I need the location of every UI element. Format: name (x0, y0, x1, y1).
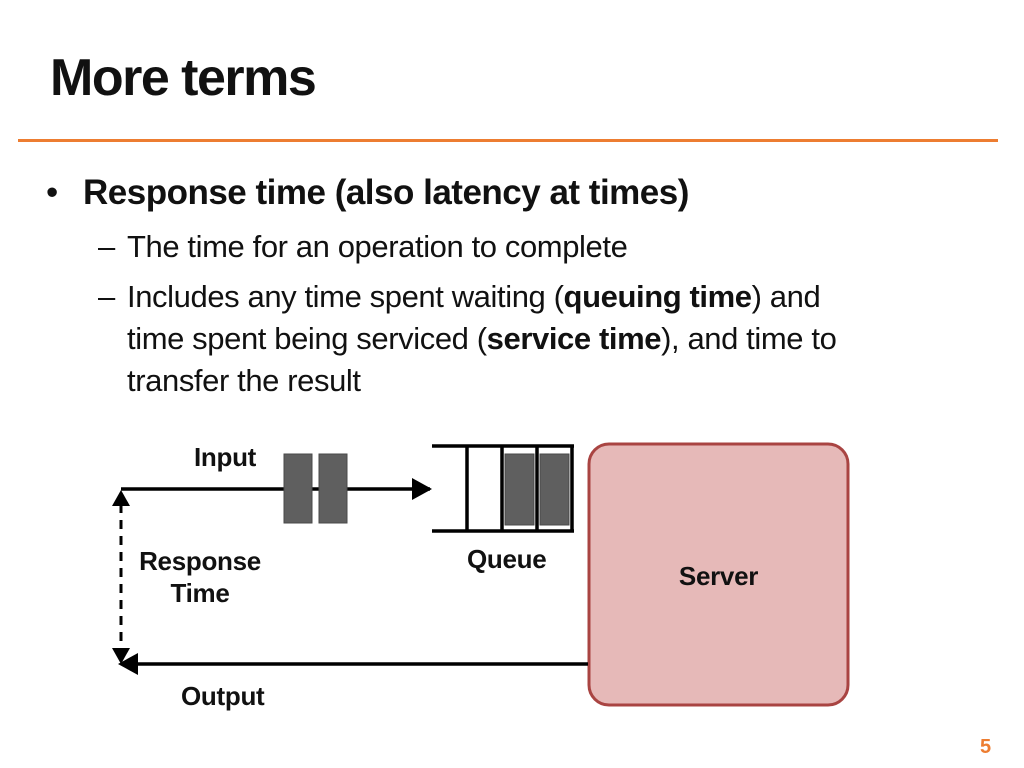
title-divider (18, 139, 998, 142)
main-bullet-text: Response time (also latency at times) (83, 173, 689, 212)
queued-request (504, 453, 535, 526)
incoming-request (318, 453, 348, 524)
sub-bullet-2-line-3: transfer the result (127, 363, 361, 398)
queuing-time-term: queuing time (563, 279, 752, 314)
response-time-label: Response Time (128, 545, 272, 609)
server-label: Server (678, 561, 759, 591)
slide-title: More terms (50, 49, 317, 107)
sub-bullet-2-line-2: time spent being serviced (service time)… (127, 318, 837, 360)
input-arrowhead-icon (412, 478, 432, 500)
queued-request (539, 453, 570, 526)
text-segment: time spent being serviced ( (127, 321, 487, 356)
text-segment: ), and time to (661, 321, 837, 356)
response-time-label-line-1: Response (139, 546, 261, 576)
bullet-icon: • (46, 173, 58, 212)
input-label: Input (194, 442, 257, 472)
service-time-term: service time (486, 321, 662, 356)
output-arrowhead-icon (118, 653, 138, 675)
dash-icon: – (98, 279, 115, 314)
response-down-arrowhead-icon (112, 648, 130, 664)
response-up-arrowhead-icon (112, 490, 130, 506)
response-time-label-line-2: Time (170, 578, 230, 608)
incoming-request (283, 453, 313, 524)
sub-bullet-2-text: Includes any time spent waiting (queuing… (127, 276, 837, 402)
text-segment: ) and (751, 279, 821, 314)
sub-bullet-1-text: The time for an operation to complete (127, 229, 628, 264)
page-number: 5 (980, 736, 992, 758)
queue-label: Queue (467, 544, 547, 574)
queue-buffer (432, 444, 574, 533)
dash-icon: – (98, 229, 115, 264)
output-label: Output (181, 681, 265, 711)
sub-bullet-2-line-1: Includes any time spent waiting (queuing… (127, 276, 836, 318)
text-segment: Includes any time spent waiting ( (127, 279, 564, 314)
